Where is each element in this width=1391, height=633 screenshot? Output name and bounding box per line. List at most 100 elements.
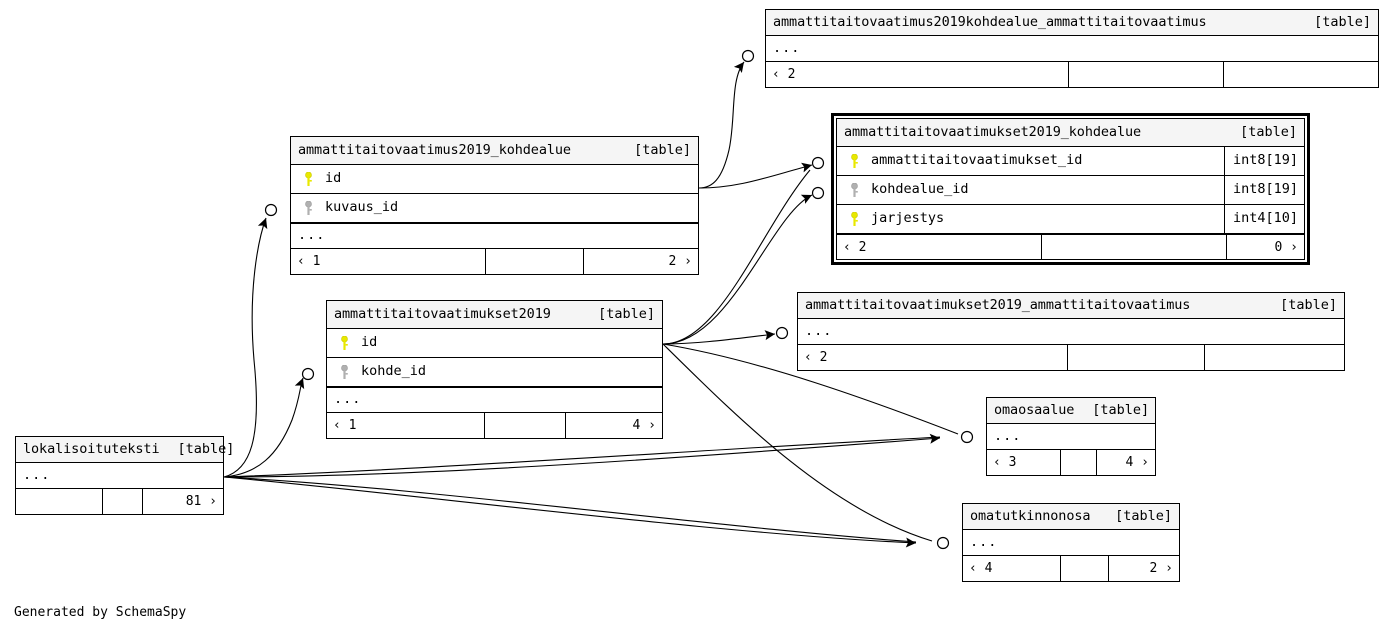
table-name: ammattitaitovaatimus2019kohdealue_ammatt…	[773, 13, 1207, 30]
edge-endpoint-circle	[960, 430, 974, 444]
generated-by-credit: Generated by SchemaSpy	[14, 605, 187, 620]
foreign-key-icon	[837, 182, 871, 198]
table-title-bar: lokalisoituteksti [table]	[16, 437, 234, 463]
table-tag: [table]	[177, 440, 235, 457]
footer-parent-count[interactable]	[16, 489, 103, 514]
edge-attv2019-to-attv-att	[662, 330, 776, 345]
footer-middle	[1061, 556, 1109, 581]
edge-lokal-to-omaosaalue-a	[223, 436, 941, 478]
footer-child-count[interactable]: 2 ›	[668, 254, 692, 269]
table-name: omatutkinnonosa	[970, 507, 1091, 524]
table-footer: ‹ 2 0 ›	[837, 234, 1304, 259]
table-footer: ‹ 1 4 ›	[327, 413, 662, 438]
table-column-row[interactable]: id	[291, 165, 698, 194]
edge-lokal-to-omatutkinnonosa-a	[223, 476, 917, 543]
footer-child-count[interactable]: 4 ›	[1125, 455, 1149, 470]
table-columns-ellipsis: ...	[766, 36, 1378, 62]
column-name: id	[325, 170, 342, 187]
footer-parent-count[interactable]: ‹ 1	[327, 413, 485, 438]
edge-lokal-to-kohdealue	[223, 217, 268, 478]
column-name: ammattitaitovaatimukset_id	[871, 152, 1083, 169]
table-column-row[interactable]: id	[327, 329, 662, 358]
edge-lokal-to-omatutkinnonosa-b	[223, 476, 917, 548]
table-columns-ellipsis: ...	[798, 319, 1344, 345]
footer-middle	[485, 413, 566, 438]
table-node-ammattitaitovaatimukset2019-kohdealue[interactable]: ammattitaitovaatimukset2019_kohdealue [t…	[831, 113, 1310, 265]
column-name: jarjestys	[871, 210, 945, 227]
footer-child-count[interactable]: 4 ›	[632, 418, 656, 433]
table-columns-ellipsis: ...	[16, 463, 223, 489]
footer-parent-count[interactable]: ‹ 2	[837, 235, 1042, 259]
table-name: ammattitaitovaatimus2019_kohdealue	[298, 141, 571, 158]
edge-attv2019-to-omatutkinnonosa	[662, 343, 933, 542]
edge-endpoint-circle	[741, 49, 755, 63]
table-title-bar: omatutkinnonosa [table]	[963, 504, 1179, 530]
table-name: ammattitaitovaatimukset2019_ammattitaito…	[805, 296, 1191, 313]
footer-middle	[1061, 450, 1097, 475]
edge-lokal-to-attv2019	[223, 377, 305, 478]
table-title-bar: omaosaalue [table]	[987, 398, 1155, 424]
table-node-ammattitaitovaatimus2019-kohdealue[interactable]: ammattitaitovaatimus2019_kohdealue [tabl…	[290, 136, 699, 275]
footer-parent-count[interactable]: ‹ 2	[766, 62, 1069, 87]
footer-middle	[1069, 62, 1224, 87]
column-type: int8[19]	[1223, 176, 1304, 204]
footer-child-count[interactable]: 81 ›	[185, 494, 217, 509]
footer-middle	[103, 489, 143, 514]
table-footer: ‹ 3 4 ›	[987, 450, 1155, 475]
footer-child-count[interactable]	[1205, 345, 1344, 370]
table-footer: ‹ 4 2 ›	[963, 556, 1179, 581]
footer-child-count[interactable]: 2 ›	[1149, 561, 1173, 576]
primary-key-icon	[837, 153, 871, 169]
table-column-row[interactable]: jarjestys int4[10]	[837, 205, 1304, 234]
edge-endpoint-circle	[936, 536, 950, 550]
column-type: int8[19]	[1223, 147, 1304, 175]
footer-child-count[interactable]: 0 ›	[1274, 239, 1298, 255]
table-footer: ‹ 2	[798, 345, 1344, 370]
table-tag: [table]	[598, 305, 655, 322]
footer-parent-count[interactable]: ‹ 4	[963, 556, 1061, 581]
footer-middle	[1068, 345, 1205, 370]
table-tag: [table]	[634, 141, 691, 158]
table-node-omaosaalue[interactable]: omaosaalue [table] ... ‹ 3 4 ›	[986, 397, 1156, 476]
table-columns-ellipsis: ...	[963, 530, 1179, 556]
table-node-ammattitaitovaatimus2019kohdealue-ammattitaitovaatimus[interactable]: ammattitaitovaatimus2019kohdealue_ammatt…	[765, 9, 1379, 88]
table-node-lokalisoituteksti[interactable]: lokalisoituteksti [table] ... 81 ›	[15, 436, 234, 515]
footer-child-count[interactable]	[1224, 62, 1378, 87]
edge-lokal-to-omaosaalue-b	[223, 433, 941, 478]
table-footer: 81 ›	[16, 489, 223, 514]
table-tag: [table]	[1115, 507, 1172, 524]
footer-parent-count[interactable]: ‹ 1	[291, 249, 486, 274]
table-footer: ‹ 2	[766, 62, 1378, 87]
column-name: kohdealue_id	[871, 181, 969, 198]
footer-parent-count[interactable]: ‹ 2	[798, 345, 1068, 370]
edge-endpoint-circle	[811, 156, 825, 170]
column-name: kohde_id	[361, 363, 427, 380]
table-column-row[interactable]: kuvaus_id	[291, 194, 698, 223]
edge-kohdealue-to-focused-1	[698, 162, 813, 189]
table-tag: [table]	[1280, 296, 1337, 313]
table-columns-ellipsis: ...	[987, 424, 1155, 450]
column-type: int4[10]	[1223, 205, 1304, 233]
table-node-omatutkinnonosa[interactable]: omatutkinnonosa [table] ... ‹ 4 2 ›	[962, 503, 1180, 582]
edge-endpoint-circle	[301, 367, 315, 381]
edge-endpoint-circle	[811, 186, 825, 200]
foreign-key-icon	[327, 364, 361, 380]
table-name: omaosaalue	[994, 401, 1075, 418]
footer-middle	[486, 249, 584, 274]
table-name: ammattitaitovaatimukset2019	[334, 305, 551, 322]
table-tag: [table]	[1314, 13, 1371, 30]
table-title-bar: ammattitaitovaatimus2019kohdealue_ammatt…	[766, 10, 1378, 36]
table-node-ammattitaitovaatimukset2019[interactable]: ammattitaitovaatimukset2019 [table] id k…	[326, 300, 663, 439]
column-name: kuvaus_id	[325, 199, 399, 216]
table-column-row[interactable]: kohdealue_id int8[19]	[837, 176, 1304, 205]
footer-parent-count[interactable]: ‹ 3	[987, 450, 1061, 475]
table-title-bar: ammattitaitovaatimus2019_kohdealue [tabl…	[291, 137, 698, 165]
edge-kohdealue-to-top	[698, 61, 745, 189]
table-name: ammattitaitovaatimukset2019_kohdealue	[844, 123, 1142, 140]
table-tag: [table]	[1240, 123, 1297, 140]
table-column-row[interactable]: kohde_id	[327, 358, 662, 387]
table-title-bar: ammattitaitovaatimukset2019 [table]	[327, 301, 662, 329]
primary-key-icon	[837, 211, 871, 227]
table-node-ammattitaitovaatimukset2019-ammattitaitovaatimus[interactable]: ammattitaitovaatimukset2019_ammattitaito…	[797, 292, 1345, 371]
table-column-row[interactable]: ammattitaitovaatimukset_id int8[19]	[837, 147, 1304, 176]
